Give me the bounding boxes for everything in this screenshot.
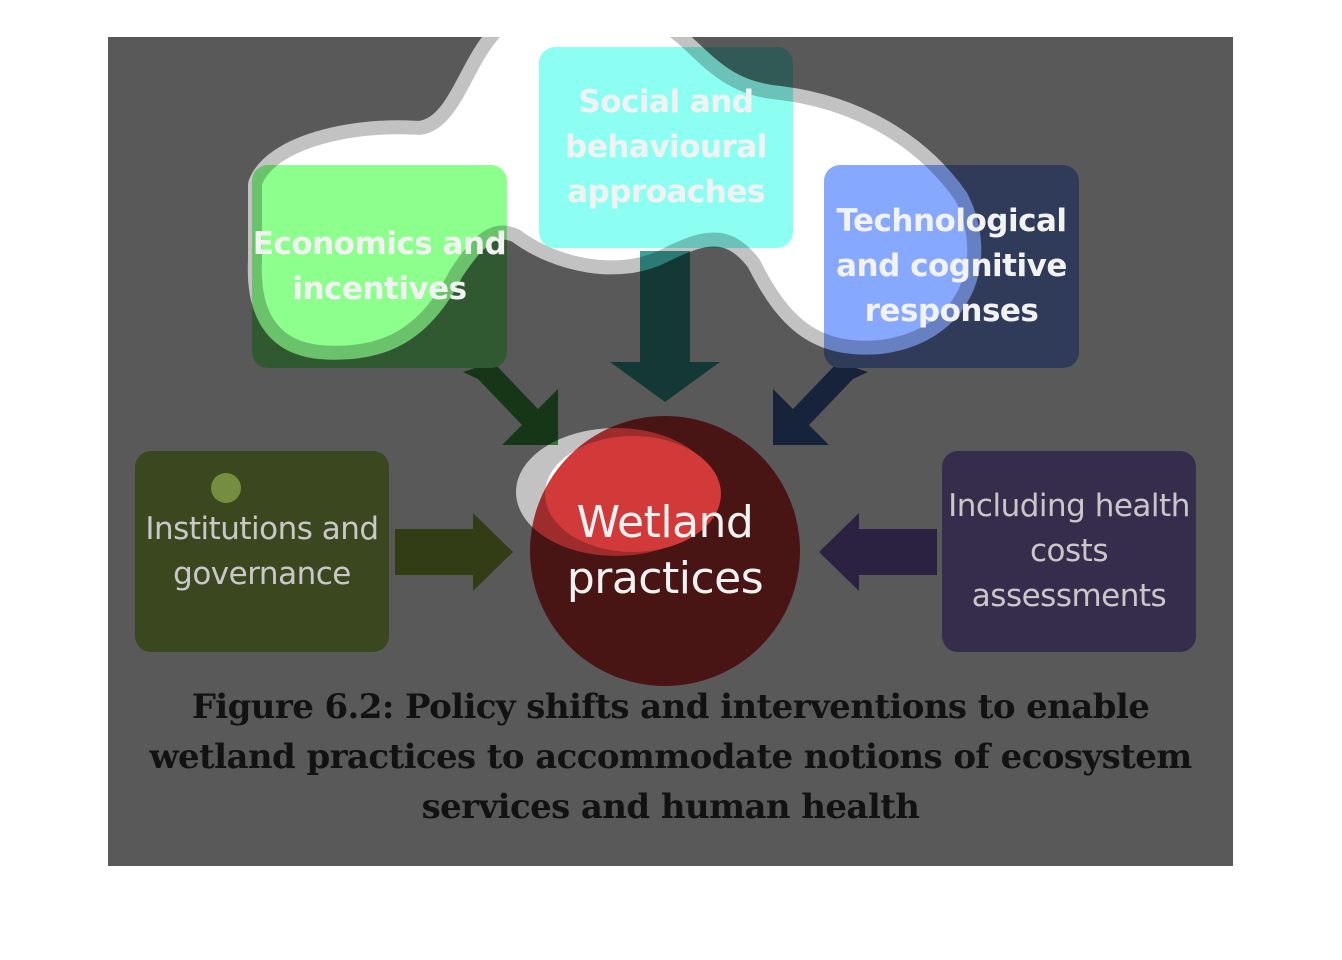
node-technological-label: Technological and cognitive responses [836, 203, 1067, 329]
node-health-label: Including health costs assessments [948, 488, 1190, 614]
node-institutions: Institutions and governance [135, 451, 389, 652]
figure-caption: Figure 6.2: Policy shifts and interventi… [149, 687, 1192, 827]
figure: Economics and incentives Social and beha… [108, 37, 1233, 866]
node-economics-label: Economics and incentives [252, 225, 507, 307]
arrow-health-to-center [819, 513, 937, 591]
node-technological: Technological and cognitive responses [824, 165, 1079, 368]
arrow-institutions-to-center [395, 513, 513, 591]
node-center-label: Wetland practices [566, 497, 764, 604]
node-social-label: Social and behavioural approaches [565, 84, 767, 210]
node-economics: Economics and incentives [252, 165, 507, 368]
node-center-wetland: Wetland practices [530, 416, 800, 686]
arrow-tech-to-center [773, 362, 868, 445]
node-social: Social and behavioural approaches [539, 47, 793, 248]
node-institutions-label: Institutions and governance [145, 510, 379, 592]
arrow-economics-to-center [463, 362, 558, 445]
node-health: Including health costs assessments [942, 451, 1196, 652]
arrow-social-to-center [610, 251, 720, 402]
